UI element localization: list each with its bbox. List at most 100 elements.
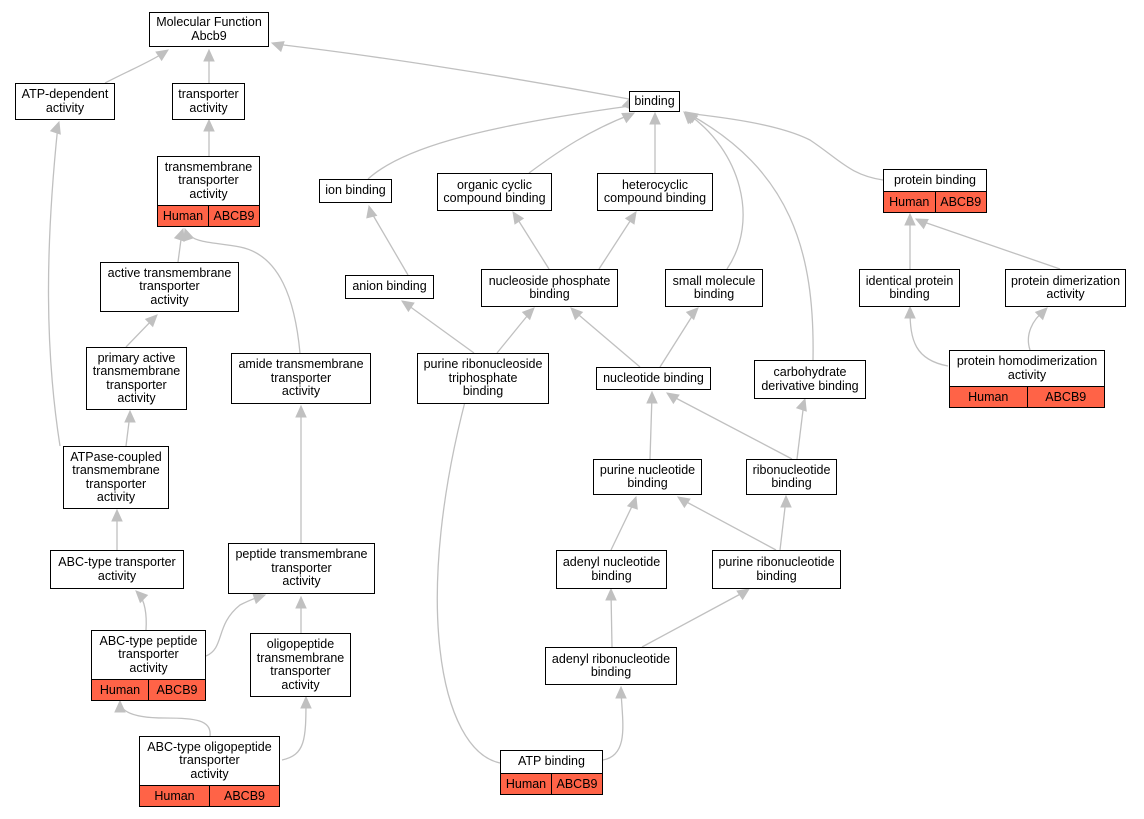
go-term-node-cdb[interactable]: carbohydrate derivative binding: [754, 360, 866, 399]
edge-arrowhead: [49, 120, 61, 135]
edge-arrowhead: [904, 212, 916, 226]
edge-arrowhead: [114, 699, 126, 713]
edge-arrowhead: [914, 218, 929, 230]
edge-line: [649, 394, 653, 460]
edge-line: [684, 112, 884, 181]
edge-arrowhead: [144, 314, 158, 328]
annotation-gene: ABCB9: [208, 206, 259, 226]
annotation-row: Human ABCB9: [158, 205, 259, 226]
edge-line: [680, 498, 777, 551]
edge-line: [602, 689, 624, 761]
go-term-label: ATPase-coupled transmembrane transporter…: [70, 449, 162, 504]
go-term-node-prntb[interactable]: purine ribonucleoside triphosphate bindi…: [417, 353, 549, 404]
edge-line: [274, 43, 630, 100]
go-term-label: nucleotide binding: [603, 370, 704, 385]
go-term-label: ribonucleotide binding: [752, 462, 831, 490]
go-term-node-oligo[interactable]: oligopeptide transmembrane transporter a…: [250, 633, 351, 697]
edge-arrowhead: [400, 300, 415, 313]
go-term-node-binding[interactable]: binding: [629, 91, 680, 112]
go-term-label: adenyl ribonucleotide binding: [551, 651, 671, 679]
edge-arrowhead: [646, 390, 658, 404]
edge-arrowhead: [512, 210, 525, 225]
go-term-node-ptmt[interactable]: peptide transmembrane transporter activi…: [228, 543, 375, 594]
go-term-label: active transmembrane transporter activit…: [107, 265, 232, 307]
go-term-node-occb[interactable]: organic cyclic compound binding: [437, 173, 552, 211]
go-term-label: binding: [634, 93, 675, 108]
annotation-gene: ABCB9: [1026, 387, 1105, 407]
go-term-label: nucleoside phosphate binding: [488, 273, 611, 301]
go-term-label: primary active transmembrane transporter…: [92, 350, 181, 405]
edge-arrowhead: [295, 404, 307, 418]
edge-arrowhead: [624, 210, 637, 225]
edge-line: [610, 499, 636, 551]
go-term-label: ATP-dependent activity: [21, 87, 109, 115]
edge-arrowhead: [685, 307, 699, 321]
edge-arrowhead: [135, 590, 149, 604]
annotation-species: Human: [162, 209, 204, 223]
go-term-node-patmt[interactable]: primary active transmembrane transporter…: [86, 347, 187, 410]
edge-arrowhead: [183, 227, 195, 242]
edge-arrowhead: [521, 307, 535, 321]
go-term-node-rnb[interactable]: ribonucleotide binding: [746, 459, 837, 495]
edge-line: [641, 590, 747, 648]
annotation-species: Human: [505, 777, 547, 791]
edge-line: [909, 309, 949, 367]
go-term-node-atpdep[interactable]: ATP-dependent activity: [15, 83, 115, 120]
go-term-node-nucb[interactable]: nucleotide binding: [596, 367, 711, 390]
go-term-node-anb[interactable]: adenyl nucleotide binding: [556, 550, 667, 589]
go-term-node-pnb[interactable]: purine nucleotide binding: [593, 459, 702, 495]
go-term-node-ionb[interactable]: ion binding: [319, 179, 392, 203]
go-term-node-prnb[interactable]: purine ribonucleotide binding: [712, 550, 841, 589]
go-term-node-amtt[interactable]: amide transmembrane transporter activity: [231, 353, 371, 404]
edge-line: [598, 214, 635, 270]
go-term-label: purine ribonucleoside triphosphate bindi…: [423, 357, 543, 399]
go-term-node-smb[interactable]: small molecule binding: [665, 269, 763, 307]
edge-arrowhead: [649, 111, 661, 125]
annotation-gene: ABCB9: [551, 774, 602, 794]
annotation-species: Human: [99, 683, 141, 697]
go-term-node-atpase[interactable]: ATPase-coupled transmembrane transporter…: [63, 446, 169, 509]
edge-arrowhead: [1034, 307, 1048, 321]
edge-arrowhead: [605, 587, 617, 601]
go-term-node-nspb[interactable]: nucleoside phosphate binding: [481, 269, 618, 307]
edge-arrowhead: [295, 595, 307, 609]
go-term-node-pdim[interactable]: protein dimerization activity: [1005, 269, 1126, 307]
edge-arrowhead: [736, 588, 751, 601]
go-term-node-idpb[interactable]: identical protein binding: [859, 269, 960, 307]
edge-arrowhead: [780, 494, 792, 508]
edge-arrowhead: [173, 227, 185, 242]
go-term-label: ABC-type oligopeptide transporter activi…: [147, 739, 272, 781]
annotation-species: Human: [154, 789, 195, 803]
go-term-node-hccb[interactable]: heterocyclic compound binding: [597, 173, 713, 211]
edge-line: [917, 219, 1061, 270]
go-term-label: ion binding: [325, 183, 386, 198]
go-term-label: transporter activity: [178, 87, 239, 115]
edge-line: [687, 113, 744, 270]
go-term-node-abct[interactable]: ABC-type transporter activity: [50, 550, 184, 589]
edge-arrowhead: [270, 41, 285, 53]
go-term-node-mf[interactable]: Molecular Function Abcb9: [149, 12, 269, 47]
go-term-label: protein homodimerization activity: [956, 354, 1098, 382]
go-term-node-anionb[interactable]: anion binding: [345, 275, 434, 299]
go-term-node-arnb[interactable]: adenyl ribonucleotide binding: [545, 647, 677, 685]
go-term-node-transp[interactable]: transporter activity: [172, 83, 245, 120]
go-term-label: purine nucleotide binding: [599, 462, 696, 490]
edge-arrowhead: [626, 495, 638, 510]
go-term-node-abcolig[interactable]: ABC-type oligopeptide transporter activi…: [139, 736, 280, 807]
go-term-label: carbohydrate derivative binding: [761, 365, 859, 393]
edge-line: [514, 214, 550, 270]
go-term-label: identical protein binding: [865, 273, 954, 301]
edge-arrowhead: [665, 392, 680, 405]
edge-arrowhead: [904, 305, 916, 319]
go-term-node-atmt[interactable]: active transmembrane transporter activit…: [100, 262, 239, 312]
